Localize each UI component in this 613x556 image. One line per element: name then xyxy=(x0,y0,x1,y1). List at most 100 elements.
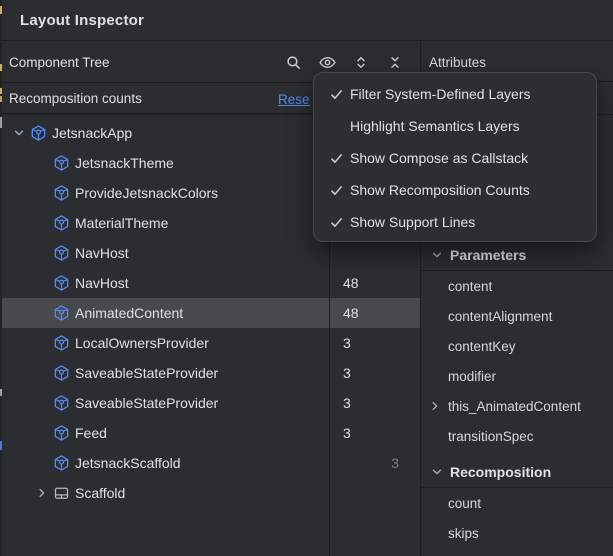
menu-item[interactable]: Filter System-Defined Layers xyxy=(314,78,596,110)
tree-row-label: NavHost xyxy=(75,275,129,291)
tree-row[interactable]: Scaffold xyxy=(0,478,420,508)
menu-item[interactable]: Show Support Lines xyxy=(314,206,596,238)
expand-all-icon xyxy=(353,54,369,71)
chevron-spacer xyxy=(425,308,445,324)
counts-column-divider xyxy=(329,115,330,556)
tree-row[interactable]: MaterialTheme xyxy=(0,208,420,238)
attribute-row[interactable]: content xyxy=(421,271,613,301)
tree-row-label: MaterialTheme xyxy=(75,215,169,231)
chevron-spacer xyxy=(425,495,445,511)
reset-counts-link[interactable]: Reset xyxy=(278,92,310,107)
chevron-down-icon xyxy=(427,247,447,263)
chevron-right-icon[interactable] xyxy=(32,485,52,501)
tree-row-label: JetsnackApp xyxy=(52,125,133,141)
chevron-right-icon[interactable] xyxy=(425,398,445,414)
compose-node-icon xyxy=(29,125,47,142)
tree-row-label: LocalOwnersProvider xyxy=(75,335,209,351)
attribute-label: transitionSpec xyxy=(448,428,534,444)
compose-node-icon xyxy=(52,425,70,442)
search-icon xyxy=(285,54,302,71)
attribute-row[interactable]: modifier xyxy=(421,361,613,391)
chevron-spacer xyxy=(425,368,445,384)
gutter-artifact xyxy=(0,96,2,102)
recomposition-count: 3 xyxy=(343,335,351,351)
chevron-spacer xyxy=(32,425,52,441)
attribute-row[interactable]: skips xyxy=(421,518,613,548)
tree-row-label: AnimatedContent xyxy=(75,305,184,321)
menu-item[interactable]: Show Compose as Callstack xyxy=(314,142,596,174)
recomposition-count: 48 xyxy=(343,275,359,291)
tree-row[interactable]: ProvideJetsnackColors xyxy=(0,178,420,208)
attribute-row[interactable]: contentAlignment xyxy=(421,301,613,331)
gutter-artifact xyxy=(0,441,2,450)
check-icon xyxy=(324,87,348,102)
attribute-label: count xyxy=(448,495,482,511)
component-tree-toolbar: Component Tree xyxy=(0,42,420,83)
recomposition-counts-bar: Recomposition counts Reset xyxy=(0,83,420,115)
chevron-down-icon xyxy=(427,464,447,480)
tree-row-label: JetsnackTheme xyxy=(75,155,174,171)
attribute-label: this_AnimatedContent xyxy=(448,398,581,414)
attribute-row[interactable]: contentKey xyxy=(421,331,613,361)
attribute-row[interactable]: transitionSpec xyxy=(421,421,613,451)
tree-row[interactable]: LocalOwnersProvider 3 xyxy=(0,328,420,358)
panel-divider xyxy=(420,41,421,556)
search-button[interactable] xyxy=(281,50,305,74)
compose-node-icon xyxy=(52,455,70,472)
section-header-parameters[interactable]: Parameters xyxy=(421,240,613,271)
gutter-artifact xyxy=(0,88,2,94)
tree-row-label: SaveableStateProvider xyxy=(75,395,219,411)
attribute-label: skips xyxy=(448,525,479,541)
recomposition-count: 3 xyxy=(343,425,351,441)
tool-window-title: Layout Inspector xyxy=(20,12,145,29)
chevron-down-icon[interactable] xyxy=(9,125,29,141)
compose-node-icon xyxy=(52,215,70,232)
component-tree-toolbar-icons xyxy=(281,50,407,74)
attribute-label: modifier xyxy=(448,368,497,384)
collapse-all-button[interactable] xyxy=(383,50,407,74)
tree-row-label: Scaffold xyxy=(75,485,126,501)
check-icon xyxy=(324,151,348,166)
tree-row[interactable]: JetsnackApp xyxy=(0,118,420,148)
gutter-artifact xyxy=(0,389,2,396)
attribute-label: contentKey xyxy=(448,338,516,354)
compose-node-icon xyxy=(52,155,70,172)
menu-item-label: Highlight Semantics Layers xyxy=(350,118,520,134)
section-title: Parameters xyxy=(450,247,527,263)
eye-button[interactable] xyxy=(315,50,339,74)
chevron-spacer xyxy=(32,215,52,231)
tree-row-label: NavHost xyxy=(75,245,129,261)
attribute-row[interactable]: count xyxy=(421,488,613,518)
chevron-spacer xyxy=(32,455,52,471)
check-icon xyxy=(324,183,348,198)
section-header-recomposition[interactable]: Recomposition xyxy=(421,457,613,488)
attribute-row[interactable]: this_AnimatedContent xyxy=(421,391,613,421)
tree-row[interactable]: SaveableStateProvider 3 xyxy=(0,358,420,388)
compose-node-icon xyxy=(52,245,70,262)
tree-row[interactable]: NavHost 48 xyxy=(0,268,420,298)
chevron-spacer xyxy=(32,335,52,351)
menu-item[interactable]: Show Recomposition Counts xyxy=(314,174,596,206)
menu-item[interactable]: Highlight Semantics Layers xyxy=(314,110,596,142)
attributes-title: Attributes xyxy=(429,55,487,70)
tree-row[interactable]: NavHost xyxy=(0,238,420,268)
component-tree-panel: Component Tree Recomposition counts Rese… xyxy=(0,42,420,556)
recomposition-counts-label: Recomposition counts xyxy=(9,91,142,106)
compose-node-icon xyxy=(52,275,70,292)
tree-row-label: ProvideJetsnackColors xyxy=(75,185,219,201)
compose-node-icon xyxy=(52,335,70,352)
tree-row-label: SaveableStateProvider xyxy=(75,365,219,381)
recomposition-count: 3 xyxy=(343,365,351,381)
tree-row[interactable]: JetsnackTheme xyxy=(0,148,420,178)
reset-link-clip: Reset xyxy=(278,91,310,109)
menu-item-label: Show Recomposition Counts xyxy=(350,182,530,198)
expand-all-button[interactable] xyxy=(349,50,373,74)
